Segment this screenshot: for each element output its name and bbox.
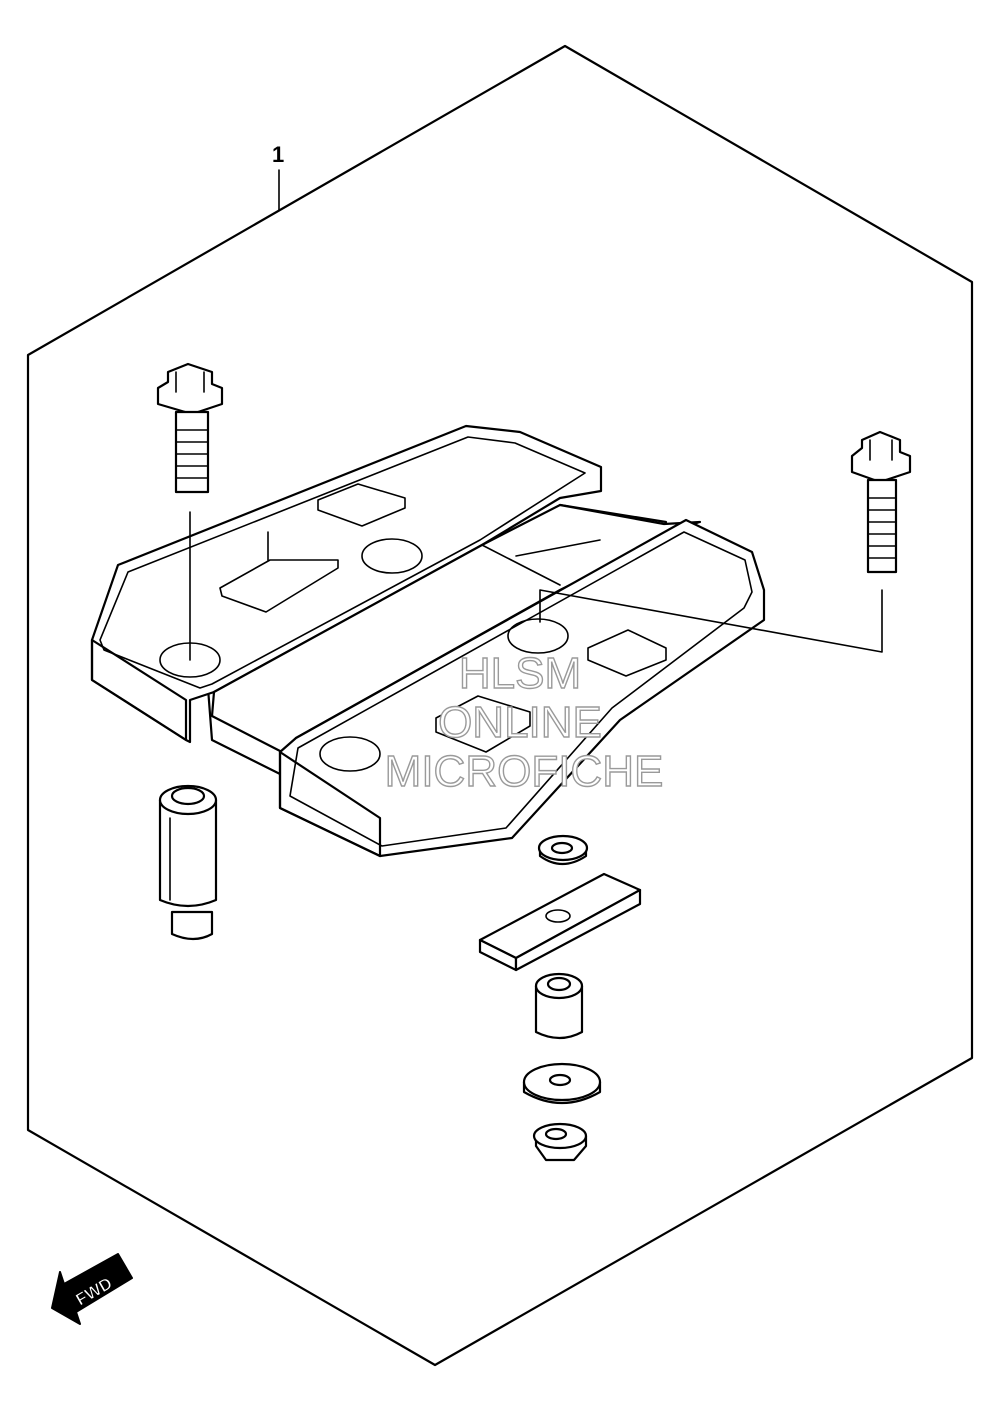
watermark-line-3: MICROFICHE (385, 747, 664, 796)
mounting-plate-strip (478, 872, 642, 972)
spacer-collar (158, 784, 218, 941)
watermark-line-1: HLSM (459, 649, 581, 698)
forward-arrow-icon: FWD (51, 1253, 133, 1325)
bushing (534, 972, 584, 1040)
washer-small (537, 834, 589, 866)
part-callout-number: 1 (272, 142, 284, 167)
watermark: HLSM ONLINE MICROFICHE (384, 648, 664, 796)
kit-boundary (26, 44, 974, 1367)
flange-nut (532, 1122, 588, 1162)
watermark-line-2: ONLINE (438, 698, 602, 747)
flange-bolt-left (156, 362, 224, 661)
washer-large (522, 1062, 602, 1105)
flange-bolt-right (539, 430, 912, 653)
mounting-bracket (90, 424, 766, 858)
